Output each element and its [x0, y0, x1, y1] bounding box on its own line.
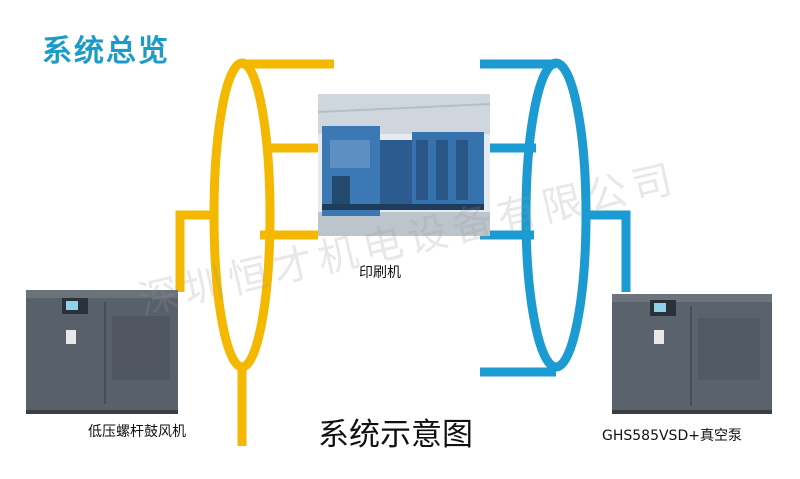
diagram-title: 系统示意图 — [318, 417, 473, 453]
blower-machine-image — [26, 290, 178, 414]
vacuum-feed-pipe — [586, 210, 631, 292]
blower-air-loop — [175, 58, 334, 446]
vacuum-pump-image — [612, 294, 772, 414]
blower-feed-pipe — [175, 210, 214, 292]
blower-label: 低压螺杆鼓风机 — [88, 424, 186, 440]
printing-press-image — [317, 94, 491, 236]
vacuum-pump-label: GHS585VSD+真空泵 — [602, 428, 742, 444]
printer-label: 印刷机 — [359, 265, 401, 281]
page-title: 系统总览 — [42, 34, 170, 69]
blower-loop-ellipse — [209, 58, 275, 372]
